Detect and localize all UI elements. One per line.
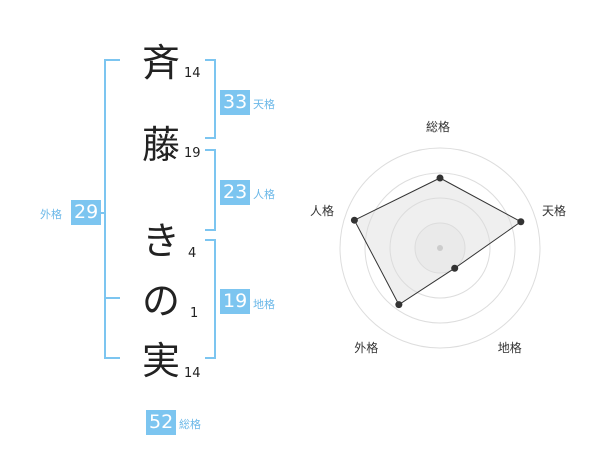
chikaku-bracket: [205, 239, 216, 359]
chikaku-value: 19: [220, 289, 251, 314]
tenkaku-value: 33: [220, 90, 251, 115]
radar-axis-label-1: 総格: [426, 120, 451, 134]
jinkaku-label: 人格: [253, 188, 275, 201]
name-char-5: 実: [141, 339, 180, 383]
stroke-count-4: 1: [190, 306, 199, 321]
gaikaku-bracket: [104, 59, 120, 359]
gaikaku-value: 29: [71, 200, 102, 225]
name-char-4: の: [141, 279, 180, 323]
radar-ring: [339, 147, 541, 349]
radar-polygon: [353, 177, 522, 306]
radar-center-dot: [437, 245, 443, 251]
name-char-1: 斉: [141, 41, 180, 85]
jinkaku-bracket: [205, 149, 216, 231]
radar-axis-label-5: 人格: [309, 204, 334, 219]
radar-ring: [364, 172, 516, 324]
name-char-2: 藤: [141, 123, 180, 167]
soukaku-value: 52: [146, 410, 177, 435]
tenkaku-bracket: [205, 59, 216, 139]
chikaku-label: 地格: [253, 298, 275, 311]
radar-axis-label-2: 天格: [542, 204, 567, 219]
stroke-count-5: 14: [184, 366, 201, 381]
radar-axis-label-3: 地格: [497, 340, 522, 355]
radar-axis-label-4: 外格: [354, 340, 379, 355]
radar-point-2: [517, 218, 525, 226]
soukaku-label: 総格: [179, 418, 201, 431]
radar-point-3: [451, 264, 459, 272]
radar-point-5: [350, 216, 358, 224]
radar-ring: [389, 197, 491, 299]
stroke-count-1: 14: [184, 66, 201, 81]
tenkaku-label: 天格: [253, 98, 275, 111]
radar-point-4: [395, 301, 403, 309]
stroke-count-2: 19: [184, 146, 201, 161]
stroke-count-3: 4: [188, 246, 197, 261]
radar-point-1: [436, 174, 444, 182]
name-char-3: き: [141, 219, 180, 263]
jinkaku-value: 23: [220, 180, 251, 205]
gaikaku-label: 外格: [40, 208, 62, 221]
